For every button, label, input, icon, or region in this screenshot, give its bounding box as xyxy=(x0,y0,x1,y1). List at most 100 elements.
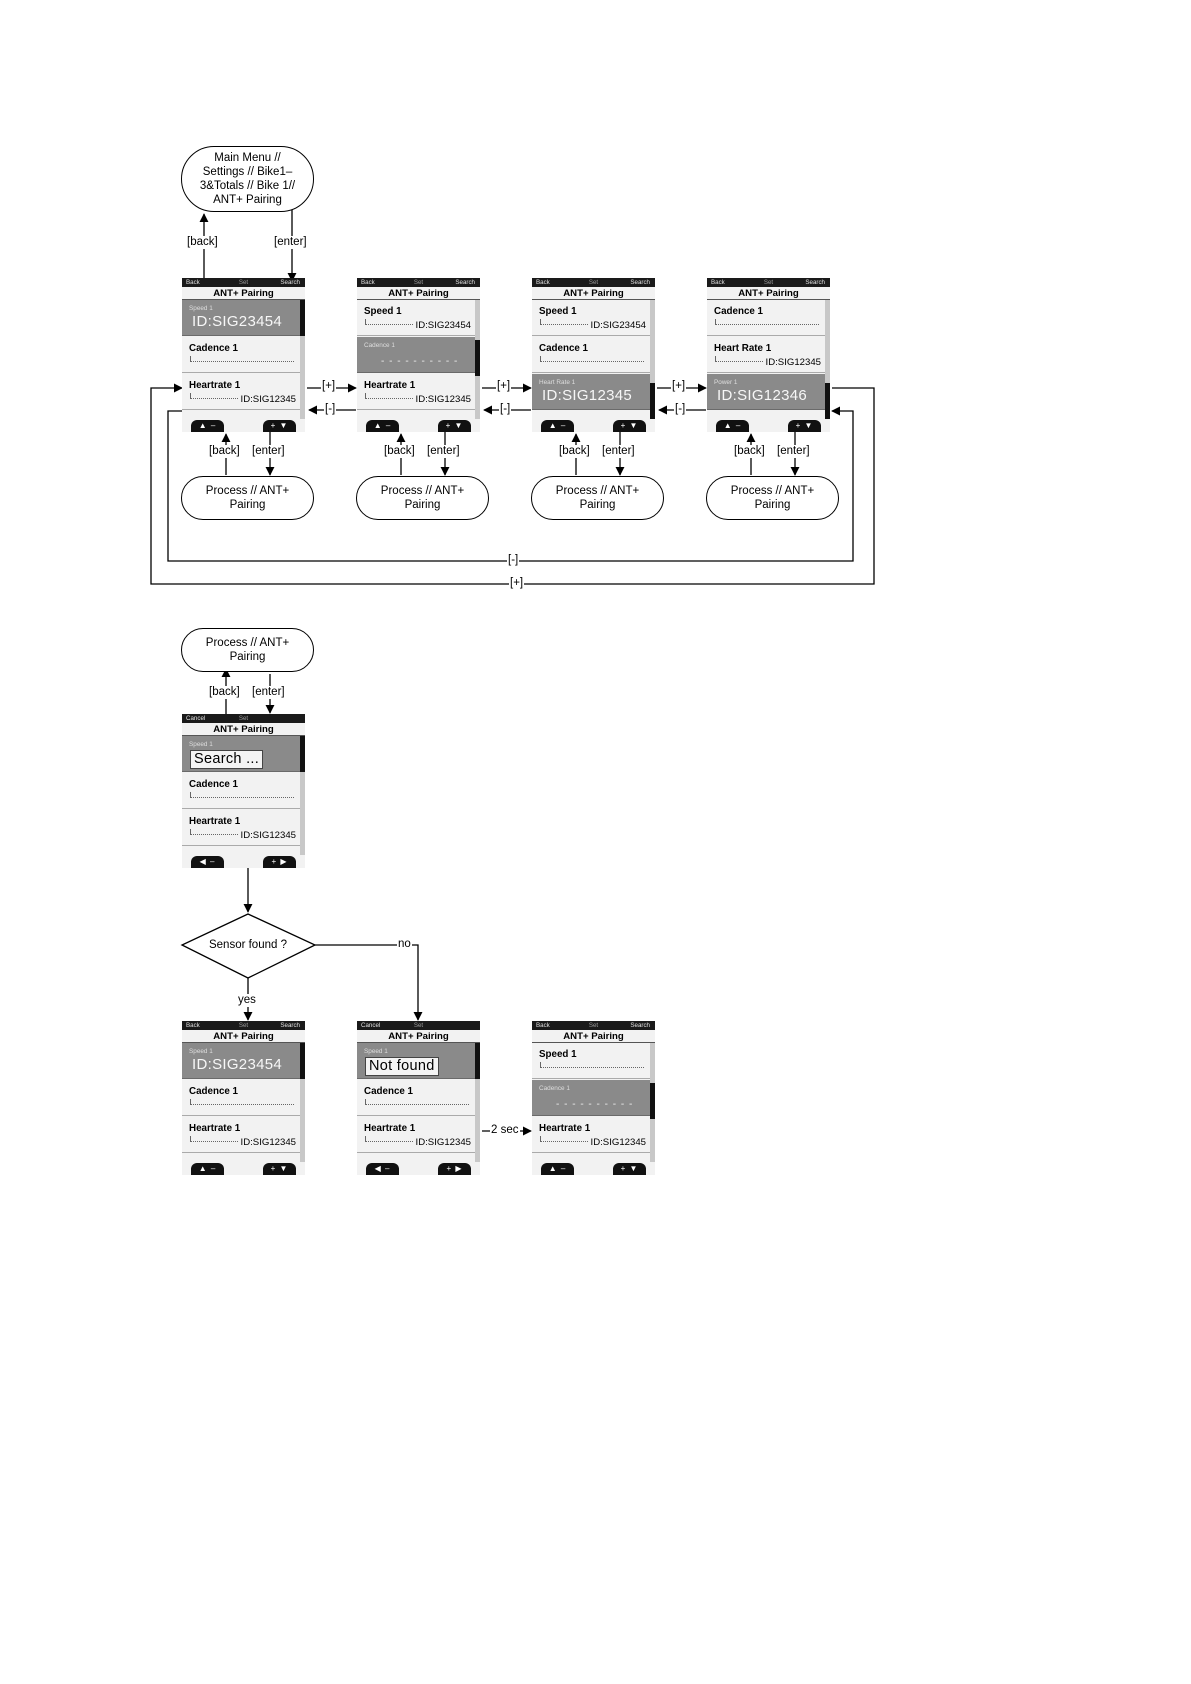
softkey-right[interactable]: Search xyxy=(630,279,650,286)
bottom-buttons: ▲ – + ▼ xyxy=(182,1162,305,1175)
dotted-leader xyxy=(540,356,644,362)
scrollbar-thumb[interactable] xyxy=(300,300,305,336)
sensor-name: Cadence 1 xyxy=(189,779,239,790)
plus-button[interactable]: + ▼ xyxy=(263,1163,296,1175)
plus-button[interactable]: + ▼ xyxy=(788,420,821,432)
minus-button[interactable]: ◀ – xyxy=(366,1163,399,1175)
screen-title: ANT+ Pairing xyxy=(357,287,480,300)
label-no: no xyxy=(397,938,412,951)
scrollbar-thumb[interactable] xyxy=(650,383,655,419)
softkey-bar: Back Set Search xyxy=(182,1021,305,1030)
scrollbar[interactable] xyxy=(300,300,305,419)
scrollbar[interactable] xyxy=(650,1043,655,1162)
softkey-mid[interactable]: Set xyxy=(413,1022,424,1029)
scrollbar-thumb[interactable] xyxy=(650,1083,655,1119)
sensor-row[interactable]: Cadence 1 xyxy=(707,300,825,336)
softkey-left[interactable]: Cancel xyxy=(361,1022,381,1029)
softkey-right[interactable]: Search xyxy=(455,279,475,286)
softkey-mid[interactable]: Set xyxy=(588,1022,599,1029)
screen-title: ANT+ Pairing xyxy=(707,287,830,300)
softkey-mid[interactable]: Set xyxy=(238,279,249,286)
label-plus-3: [+] xyxy=(671,380,687,393)
plus-button[interactable]: + ▼ xyxy=(613,1163,646,1175)
softkey-right[interactable]: Search xyxy=(280,279,300,286)
scrollbar[interactable] xyxy=(825,300,830,419)
sensor-name: Heartrate 1 xyxy=(364,380,416,391)
sensor-row[interactable]: Cadence 1 xyxy=(532,337,650,373)
softkey-left[interactable]: Back xyxy=(361,279,375,286)
scrollbar-thumb[interactable] xyxy=(475,340,480,376)
scrollbar-thumb[interactable] xyxy=(825,383,830,419)
empty-id: - - - - - - - - - - xyxy=(381,356,459,367)
sensor-row[interactable]: Cadence 1 xyxy=(182,337,300,373)
scrollbar[interactable] xyxy=(300,1043,305,1162)
softkey-left[interactable]: Back xyxy=(536,1022,550,1029)
softkey-left[interactable]: Back xyxy=(186,279,200,286)
scrollbar-thumb[interactable] xyxy=(300,736,305,772)
minus-button[interactable]: ▲ – xyxy=(191,420,224,432)
label-back-process: [back] xyxy=(208,686,241,699)
softkey-left[interactable]: Back xyxy=(711,279,725,286)
plus-button[interactable]: + ▶ xyxy=(263,856,296,868)
sensor-value: ID:SIG12346 xyxy=(717,387,808,404)
scrollbar[interactable] xyxy=(475,300,480,419)
scrollbar[interactable] xyxy=(650,300,655,419)
softkey-mid[interactable]: Set xyxy=(413,279,424,286)
minus-button[interactable]: ◀ – xyxy=(191,856,224,868)
softkey-mid[interactable]: Set xyxy=(588,279,599,286)
softkey-right[interactable]: Search xyxy=(630,1022,650,1029)
plus-button[interactable]: + ▼ xyxy=(263,420,296,432)
minus-button[interactable]: ▲ – xyxy=(366,420,399,432)
minus-button[interactable]: ▲ – xyxy=(191,1163,224,1175)
softkey-mid[interactable]: Set xyxy=(763,279,774,286)
process-node-3: Process // ANT+ Pairing xyxy=(531,476,664,520)
softkey-bar: Back Set Search xyxy=(182,278,305,287)
dotted-leader xyxy=(190,1099,294,1105)
softkey-left[interactable]: Back xyxy=(186,1022,200,1029)
sensor-row[interactable]: Cadence 1- - - - - - - - - - xyxy=(357,337,475,373)
scrollbar-thumb[interactable] xyxy=(300,1043,305,1079)
sensor-id: ID:SIG12345 xyxy=(763,357,821,368)
minus-button[interactable]: ▲ – xyxy=(716,420,749,432)
softkey-bar: Back Set Search xyxy=(707,278,830,287)
softkey-right[interactable]: Search xyxy=(280,1022,300,1029)
softkey-left[interactable]: Cancel xyxy=(186,715,206,722)
label-enter-s2: [enter] xyxy=(426,445,461,458)
softkey-mid[interactable]: Set xyxy=(238,1022,249,1029)
sensor-row[interactable]: Speed 1 xyxy=(532,1043,650,1079)
softkey-mid[interactable]: Set xyxy=(238,715,249,722)
sensor-row[interactable]: Cadence 1- - - - - - - - - - xyxy=(532,1080,650,1116)
minus-button[interactable]: ▲ – xyxy=(541,1163,574,1175)
sensor-row[interactable]: Cadence 1 xyxy=(182,1080,300,1116)
softkey-left[interactable]: Back xyxy=(536,279,550,286)
screen-title: ANT+ Pairing xyxy=(182,287,305,300)
edge-no xyxy=(315,944,423,1021)
scrollbar[interactable] xyxy=(300,736,305,855)
scrollbar[interactable] xyxy=(475,1043,480,1162)
sensor-row[interactable]: Cadence 1 xyxy=(182,773,300,809)
plus-button[interactable]: + ▶ xyxy=(438,1163,471,1175)
sensor-name: Cadence 1 xyxy=(714,306,764,317)
scrollbar-thumb[interactable] xyxy=(475,1043,480,1079)
minus-button[interactable]: ▲ – xyxy=(541,420,574,432)
softkey-right[interactable]: Search xyxy=(805,279,825,286)
sensor-row[interactable]: Cadence 1 xyxy=(357,1080,475,1116)
plus-button[interactable]: + ▼ xyxy=(438,420,471,432)
plus-button[interactable]: + ▼ xyxy=(613,420,646,432)
dotted-leader xyxy=(190,356,294,362)
